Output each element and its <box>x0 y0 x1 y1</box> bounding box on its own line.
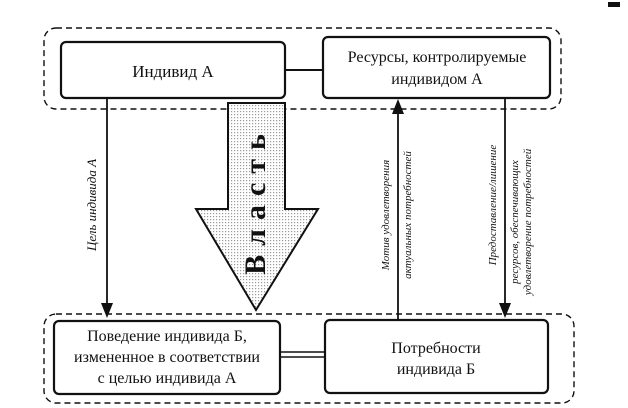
motive-label-line2: актуальных потребностей <box>402 151 414 279</box>
needs-label-line1: Потребности <box>391 340 481 357</box>
resources-label-line1: Ресурсы, контролируемые <box>348 49 527 66</box>
provision-arrowhead <box>499 303 511 318</box>
power-label: Власть <box>239 125 272 275</box>
motive-label-line1: Мотив удовлетворения <box>380 160 392 272</box>
provision-label-line3: удовлетворение потребностей <box>522 148 534 296</box>
provision-label-line2: ресурсов, обеспечивающих <box>509 160 521 285</box>
goal-arrowhead <box>101 303 113 318</box>
bottom-dashed-group <box>43 313 575 404</box>
corner-mark <box>608 2 620 7</box>
top-dashed-group <box>43 27 562 110</box>
resources-label-line2: индивидом А <box>391 71 483 88</box>
behavior-label-line2: измененное в соответствии <box>74 349 260 366</box>
goal-label: Цель индивида А <box>84 159 99 252</box>
provision-label-line1: Предоставление/лишение <box>487 145 499 267</box>
resources-box <box>321 35 552 100</box>
motive-arrowhead <box>392 99 404 114</box>
power-arrow <box>194 102 320 312</box>
individual-a-label: Индивид А <box>132 62 214 81</box>
behavior-label-line3: с целью индивида А <box>98 370 237 387</box>
behavior-label-line1: Поведение индивида Б, <box>87 328 247 345</box>
needs-label-line2: индивида Б <box>397 361 475 378</box>
